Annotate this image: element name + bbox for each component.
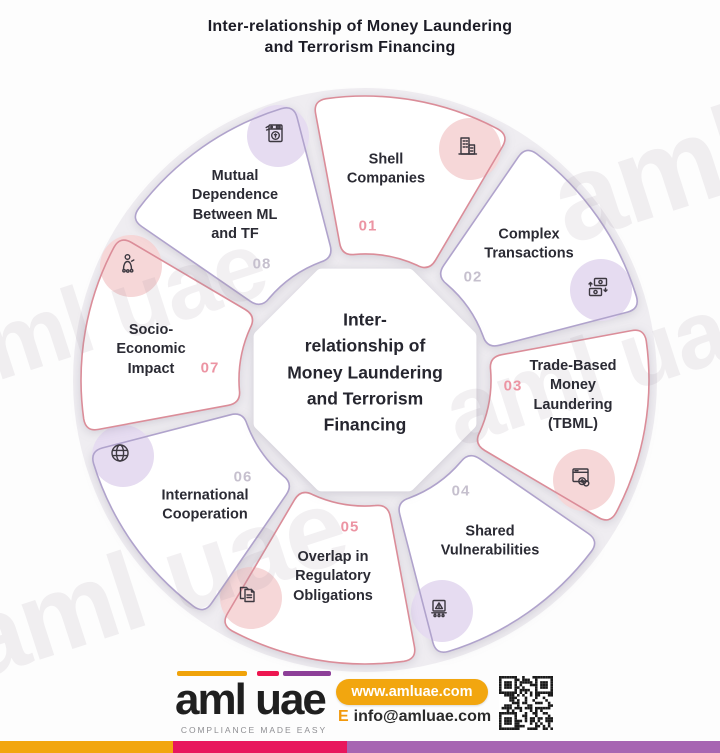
footer-stripe-crimson [173,741,347,753]
icon-blob [439,118,501,180]
segment-label-shell-companies: Shell Companies [346,151,426,187]
segment-number: 01 [358,217,378,235]
segment-number: 04 [451,482,471,500]
segment-border [476,329,650,521]
segment-border [439,149,638,347]
center-title: Inter- relationship of Money Laundering … [287,309,443,435]
segment-label-shared-vulnerabilities: Shared Vulnerabilities [440,523,540,559]
segment-label-tbml: Trade-Based Money Laundering (TBML) [529,358,617,433]
amluae-logo: aml uae COMPLIANCE MADE EASY [175,671,335,735]
segment-border [224,491,416,665]
logo-bar-red [257,671,279,676]
footer-stripe-orange [0,741,173,753]
segment-label-socio-economic: Socio- Economic Impact [116,321,186,377]
segment-label-mutual-dependence: Mutual Dependence Between ML and TF [191,168,279,243]
qr-code [499,676,553,730]
logo-word-uae: uae [255,675,327,724]
logo-bar-orange [177,671,247,676]
logo-word-aml: aml [175,675,247,724]
logo-tagline: COMPLIANCE MADE EASY [180,725,328,735]
center-octagon [253,268,477,492]
segment-number: 02 [463,268,483,286]
logo-bar-purple [283,671,331,676]
segment-label-complex-transactions: Complex Transactions [484,226,574,262]
logo-wordmark: aml uae [175,678,335,722]
segment-border [134,107,332,306]
segment-label-international-cooperation: International Cooperation [161,487,249,523]
icon-blob [553,449,615,511]
segment-border [80,239,254,431]
segment-border [398,454,596,653]
segment-number: 03 [503,377,523,395]
footer-stripe-purple [347,741,720,753]
page-title: Inter-relationship of Money Laundering a… [207,18,513,57]
email-address: info@amluae.com [353,708,492,725]
segment-number: 07 [200,359,220,377]
logo-color-bars [175,671,335,677]
email-prefix: E [338,708,349,725]
icon-blob [247,105,309,167]
segment-number: 05 [340,518,360,536]
segment-border [92,413,291,611]
website-url-pill: www.amluae.com [336,679,488,705]
segment-number: 06 [233,468,253,486]
segment-number: 08 [252,255,272,273]
segment-petal-05 [225,492,415,664]
segment-border [314,95,506,269]
segment-label-regulatory-overlap: Overlap in Regulatory Obligations [293,548,373,604]
